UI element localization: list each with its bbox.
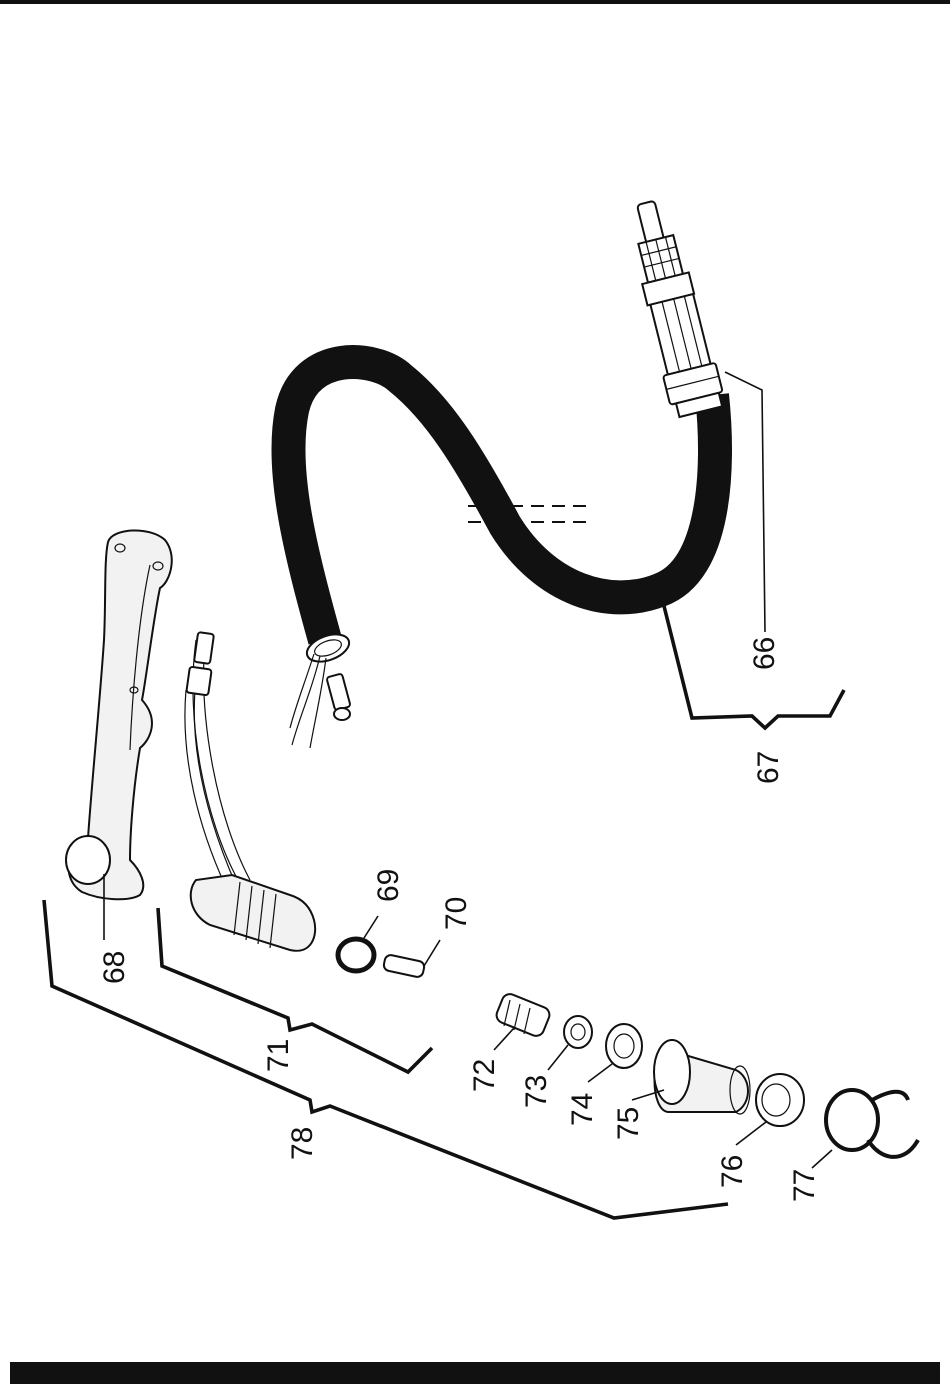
callout-74: 74 — [566, 1093, 599, 1126]
hose — [288, 362, 715, 640]
callout-75: 75 — [612, 1107, 645, 1140]
hose-connector — [621, 196, 726, 419]
part-75 — [632, 1040, 750, 1114]
leader-76 — [736, 1122, 766, 1145]
leader-74 — [588, 1064, 612, 1082]
callout-76: 76 — [716, 1155, 749, 1188]
callout-78: 78 — [286, 1127, 319, 1160]
callout-77: 77 — [788, 1169, 821, 1202]
callout-70: 70 — [440, 897, 473, 930]
part-72 — [494, 992, 552, 1050]
spring-clip-77 — [812, 1090, 918, 1168]
callout-72: 72 — [468, 1059, 501, 1092]
callout-69: 69 — [372, 869, 405, 902]
leader-66 — [725, 372, 765, 632]
hose-cut-end — [290, 629, 353, 748]
callout-66: 66 — [748, 637, 781, 670]
leader-73 — [548, 1045, 568, 1070]
leader-70 — [424, 940, 440, 966]
callout-68: 68 — [98, 951, 131, 984]
bottom-bar — [10, 1362, 940, 1384]
part-74 — [588, 1024, 642, 1082]
callout-73: 73 — [520, 1075, 553, 1108]
callout-71: 71 — [262, 1039, 295, 1072]
o-ring-69 — [338, 916, 378, 971]
pin-70 — [383, 940, 440, 978]
leader-69 — [364, 916, 378, 938]
leader-77 — [812, 1150, 832, 1168]
torch-neck — [158, 632, 432, 1072]
top-rule — [0, 0, 950, 4]
leader-72 — [494, 1028, 514, 1050]
torch-handle — [66, 530, 172, 940]
callout-67: 67 — [752, 751, 785, 784]
part-73 — [548, 1016, 592, 1070]
